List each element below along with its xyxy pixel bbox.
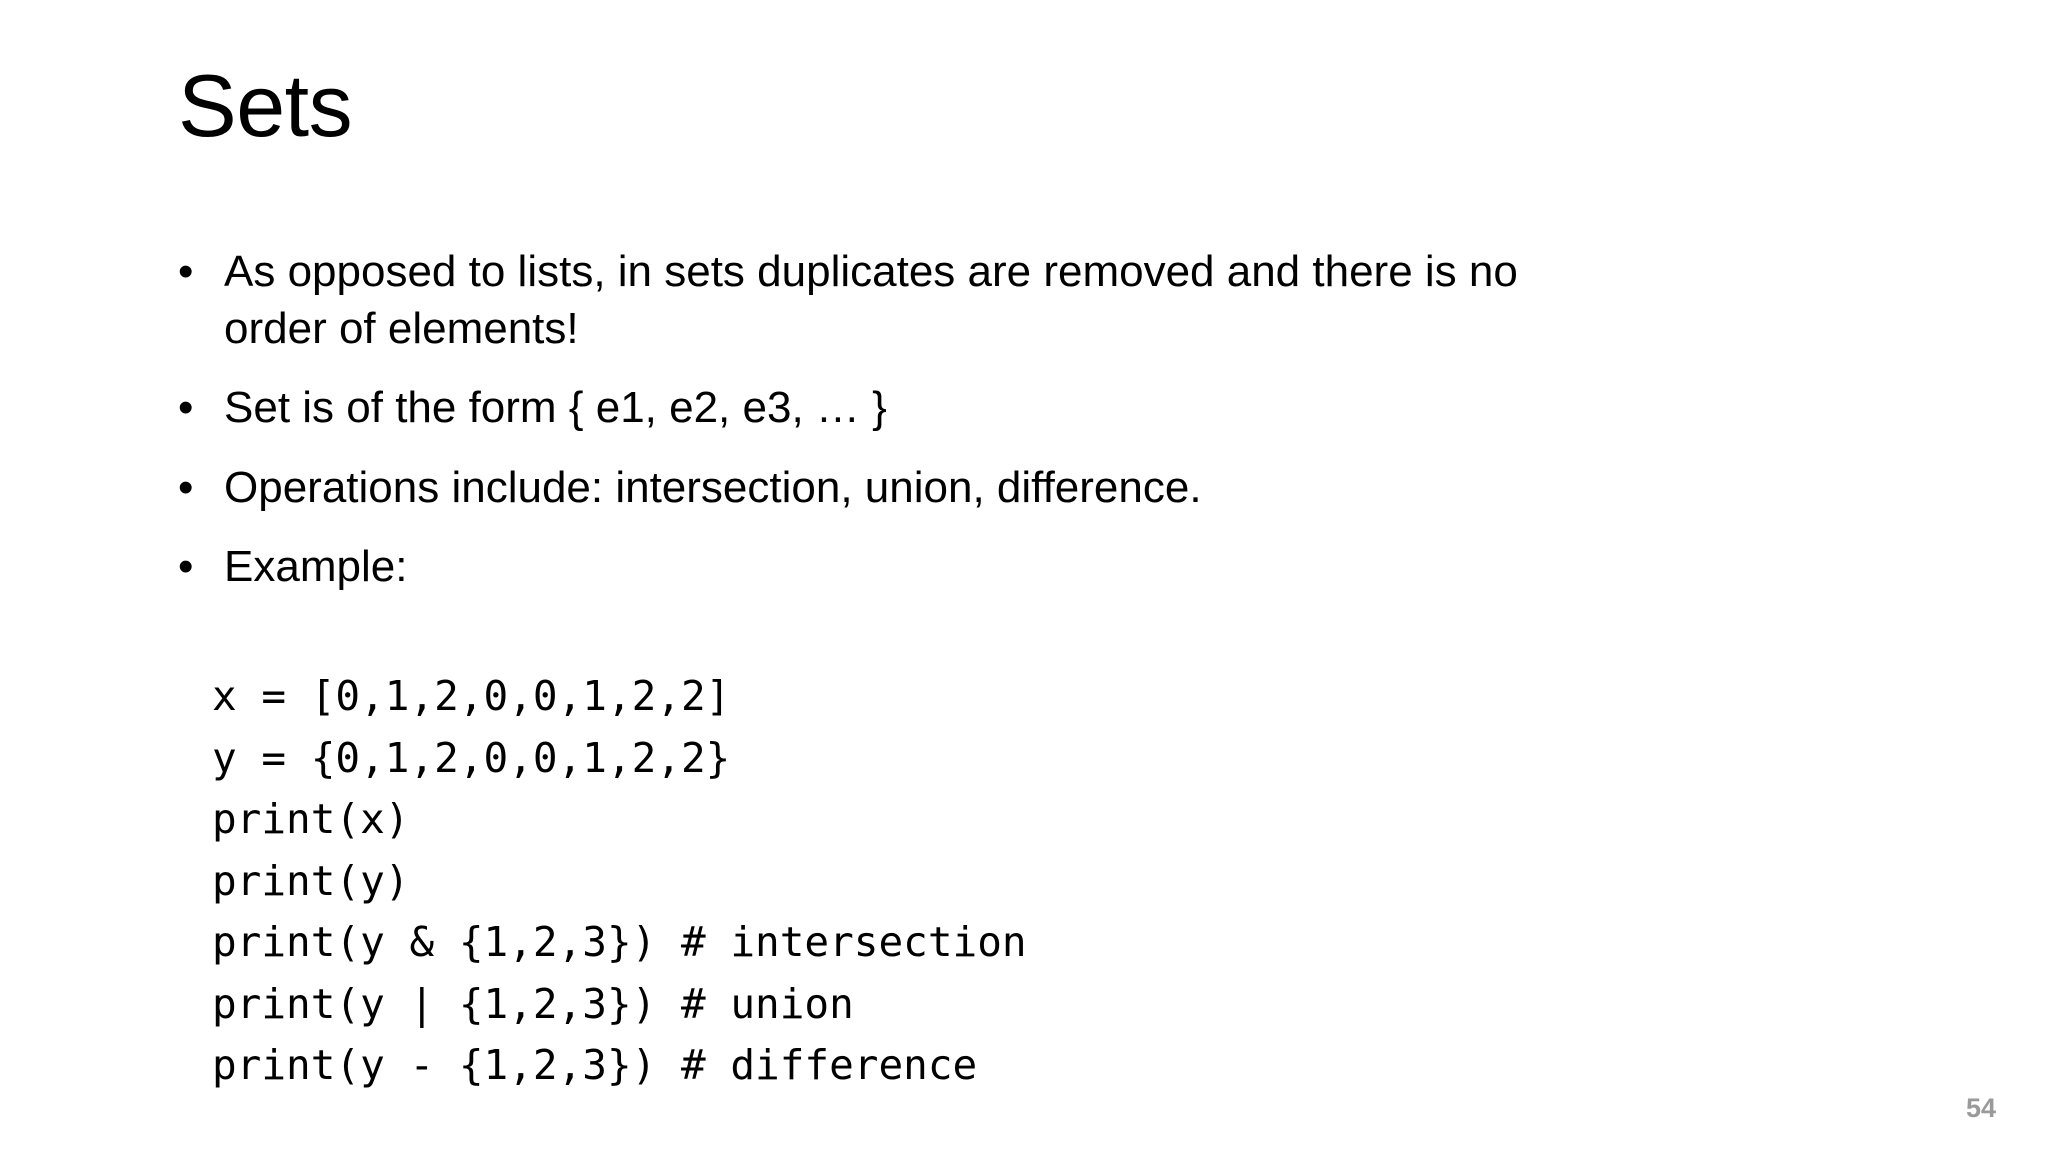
bullet-text: Operations include: intersection, union,… xyxy=(224,462,1202,512)
bullet-text: As opposed to lists, in sets duplicates … xyxy=(224,247,1518,354)
list-item: • Operations include: intersection, unio… xyxy=(178,459,1598,516)
bullet-text: Example: xyxy=(224,541,408,591)
list-item: • Set is of the form { e1, e2, e3, … } xyxy=(178,379,1598,436)
bullet-list: • As opposed to lists, in sets duplicate… xyxy=(178,243,1598,595)
code-line: y = {0,1,2,0,0,1,2,2} xyxy=(212,733,731,782)
bullet-point-icon: • xyxy=(178,383,194,433)
code-line: print(x) xyxy=(212,795,410,843)
code-line: print(y) xyxy=(212,856,410,905)
code-line: print(y | {1,2,3}) # union xyxy=(212,979,854,1028)
list-item: • As opposed to lists, in sets duplicate… xyxy=(178,243,1598,357)
page-title: Sets xyxy=(178,56,353,155)
list-item: • Example: xyxy=(178,538,1598,595)
code-example-block: x = [0,1,2,0,0,1,2,2] y = {0,1,2,0,0,1,2,… xyxy=(212,666,1027,1097)
bullet-point-icon: • xyxy=(178,541,194,591)
code-line: print(y - {1,2,3}) # difference xyxy=(212,1041,978,1089)
code-line: x = [0,1,2,0,0,1,2,2] xyxy=(212,672,731,720)
bullet-point-icon: • xyxy=(178,462,194,512)
bullet-point-icon: • xyxy=(178,247,194,296)
page-number: 54 xyxy=(1965,1093,1996,1123)
bullet-text: Set is of the form { e1, e2, e3, … } xyxy=(224,383,887,433)
code-line: print(y & {1,2,3}) # intersection xyxy=(212,918,1027,966)
